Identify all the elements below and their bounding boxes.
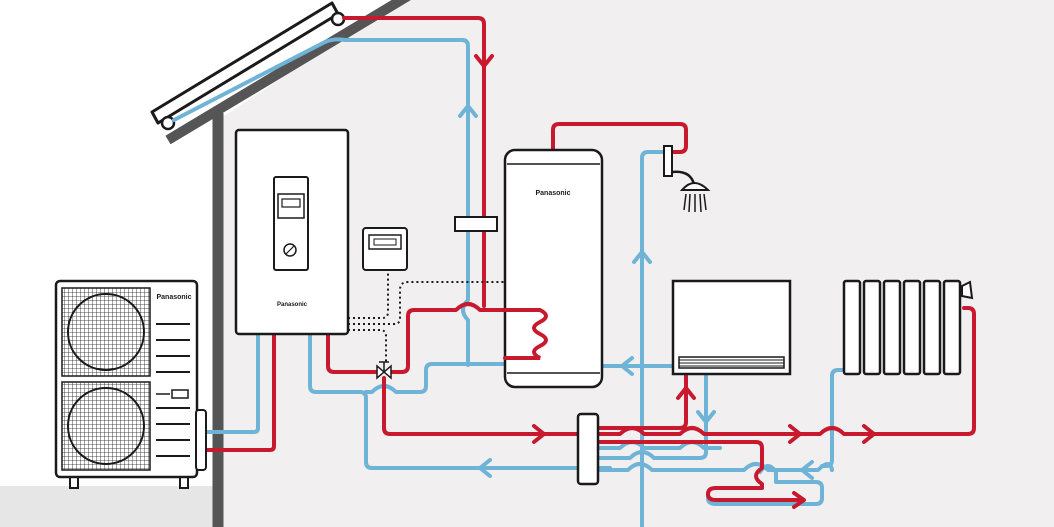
fan-grille-icon — [61, 381, 151, 471]
ground — [0, 486, 218, 527]
fan-grille-icon — [67, 387, 145, 465]
coil-icon — [503, 308, 548, 360]
hot-water-tank: Panasonic — [503, 148, 604, 389]
outdoor-unit-brand: Panasonic — [156, 294, 191, 301]
radiator-icon — [842, 279, 974, 376]
control-wiring — [348, 272, 505, 362]
indoor-unit-brand: Panasonic — [277, 302, 308, 308]
shower-head-icon — [663, 145, 711, 213]
manifold-icon — [576, 412, 600, 486]
tank-brand: Panasonic — [535, 190, 570, 197]
pipe-connector — [454, 216, 498, 232]
fan-grille-icon — [61, 287, 151, 377]
indoor-unit: Panasonic — [234, 128, 350, 336]
thermostat-icon — [362, 227, 408, 271]
fan-grille-icon — [67, 293, 145, 371]
solar-panel-icon — [150, 1, 346, 131]
vent-slats — [156, 323, 190, 457]
fan-coil-icon — [671, 279, 792, 376]
control-panel-icon — [273, 176, 309, 271]
house-interior — [218, 0, 1054, 527]
outdoor-heat-pump: Panasonic — [54, 279, 207, 489]
hot-pipes — [203, 16, 976, 502]
hot-flow-arrows — [474, 54, 876, 509]
valve-icon — [376, 361, 392, 380]
cold-flow-arrows — [458, 104, 814, 480]
